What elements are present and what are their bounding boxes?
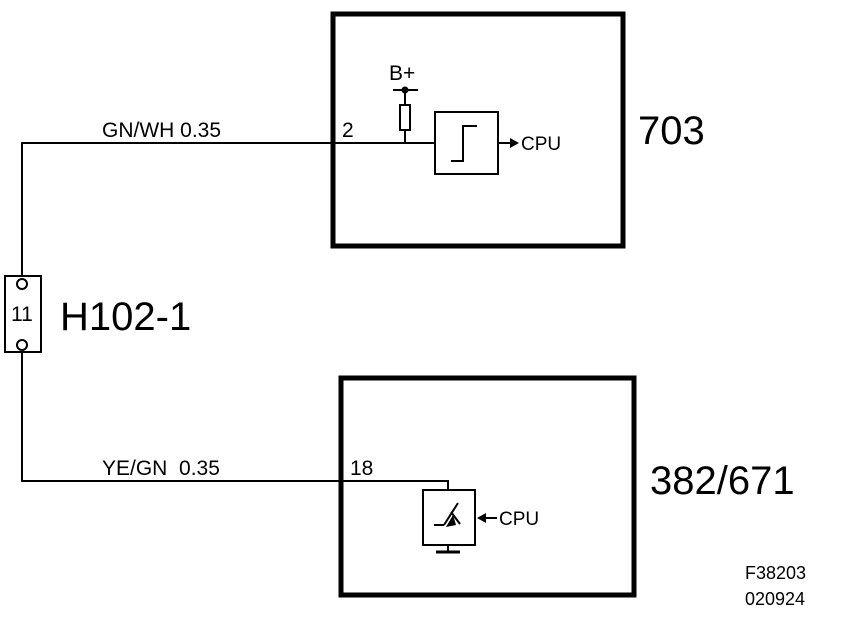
module-382-671-label: 382/671 — [650, 459, 795, 503]
module-703-box — [330, 11, 626, 249]
connector-label: H102-1 — [60, 295, 191, 339]
connector-pin-bottom — [16, 339, 28, 351]
connector-h102-1 — [4, 275, 42, 353]
module-703-pin: 2 — [342, 119, 354, 142]
module-382-671-box — [338, 375, 637, 598]
transistor-arrow-icon — [446, 515, 456, 527]
input-arrow-icon — [477, 513, 497, 523]
wire-top-label: GN/WH 0.35 — [102, 119, 221, 142]
connector-pin-top — [16, 278, 28, 290]
wire-ye-gn — [21, 353, 449, 490]
connector-pin-number: 11 — [11, 303, 33, 326]
supply-label: B+ — [389, 62, 415, 85]
transistor-switch-symbol — [422, 489, 476, 554]
figure-number: F38203 — [745, 563, 806, 583]
wire-bottom-label: YE/GN 0.35 — [102, 457, 220, 480]
schmitt-trigger-symbol — [434, 111, 499, 175]
module-703-label: 703 — [638, 109, 705, 153]
pullup-resistor-symbol — [393, 89, 418, 143]
module-382-671-pin: 18 — [350, 457, 373, 480]
output-arrow-icon — [498, 138, 519, 148]
figure-date: 020924 — [745, 589, 805, 609]
module-382-671-cpu-label: CPU — [499, 509, 539, 530]
module-703-cpu-label: CPU — [521, 134, 561, 155]
wire-gn-wh — [21, 142, 435, 275]
supply-node-dot — [401, 86, 409, 94]
